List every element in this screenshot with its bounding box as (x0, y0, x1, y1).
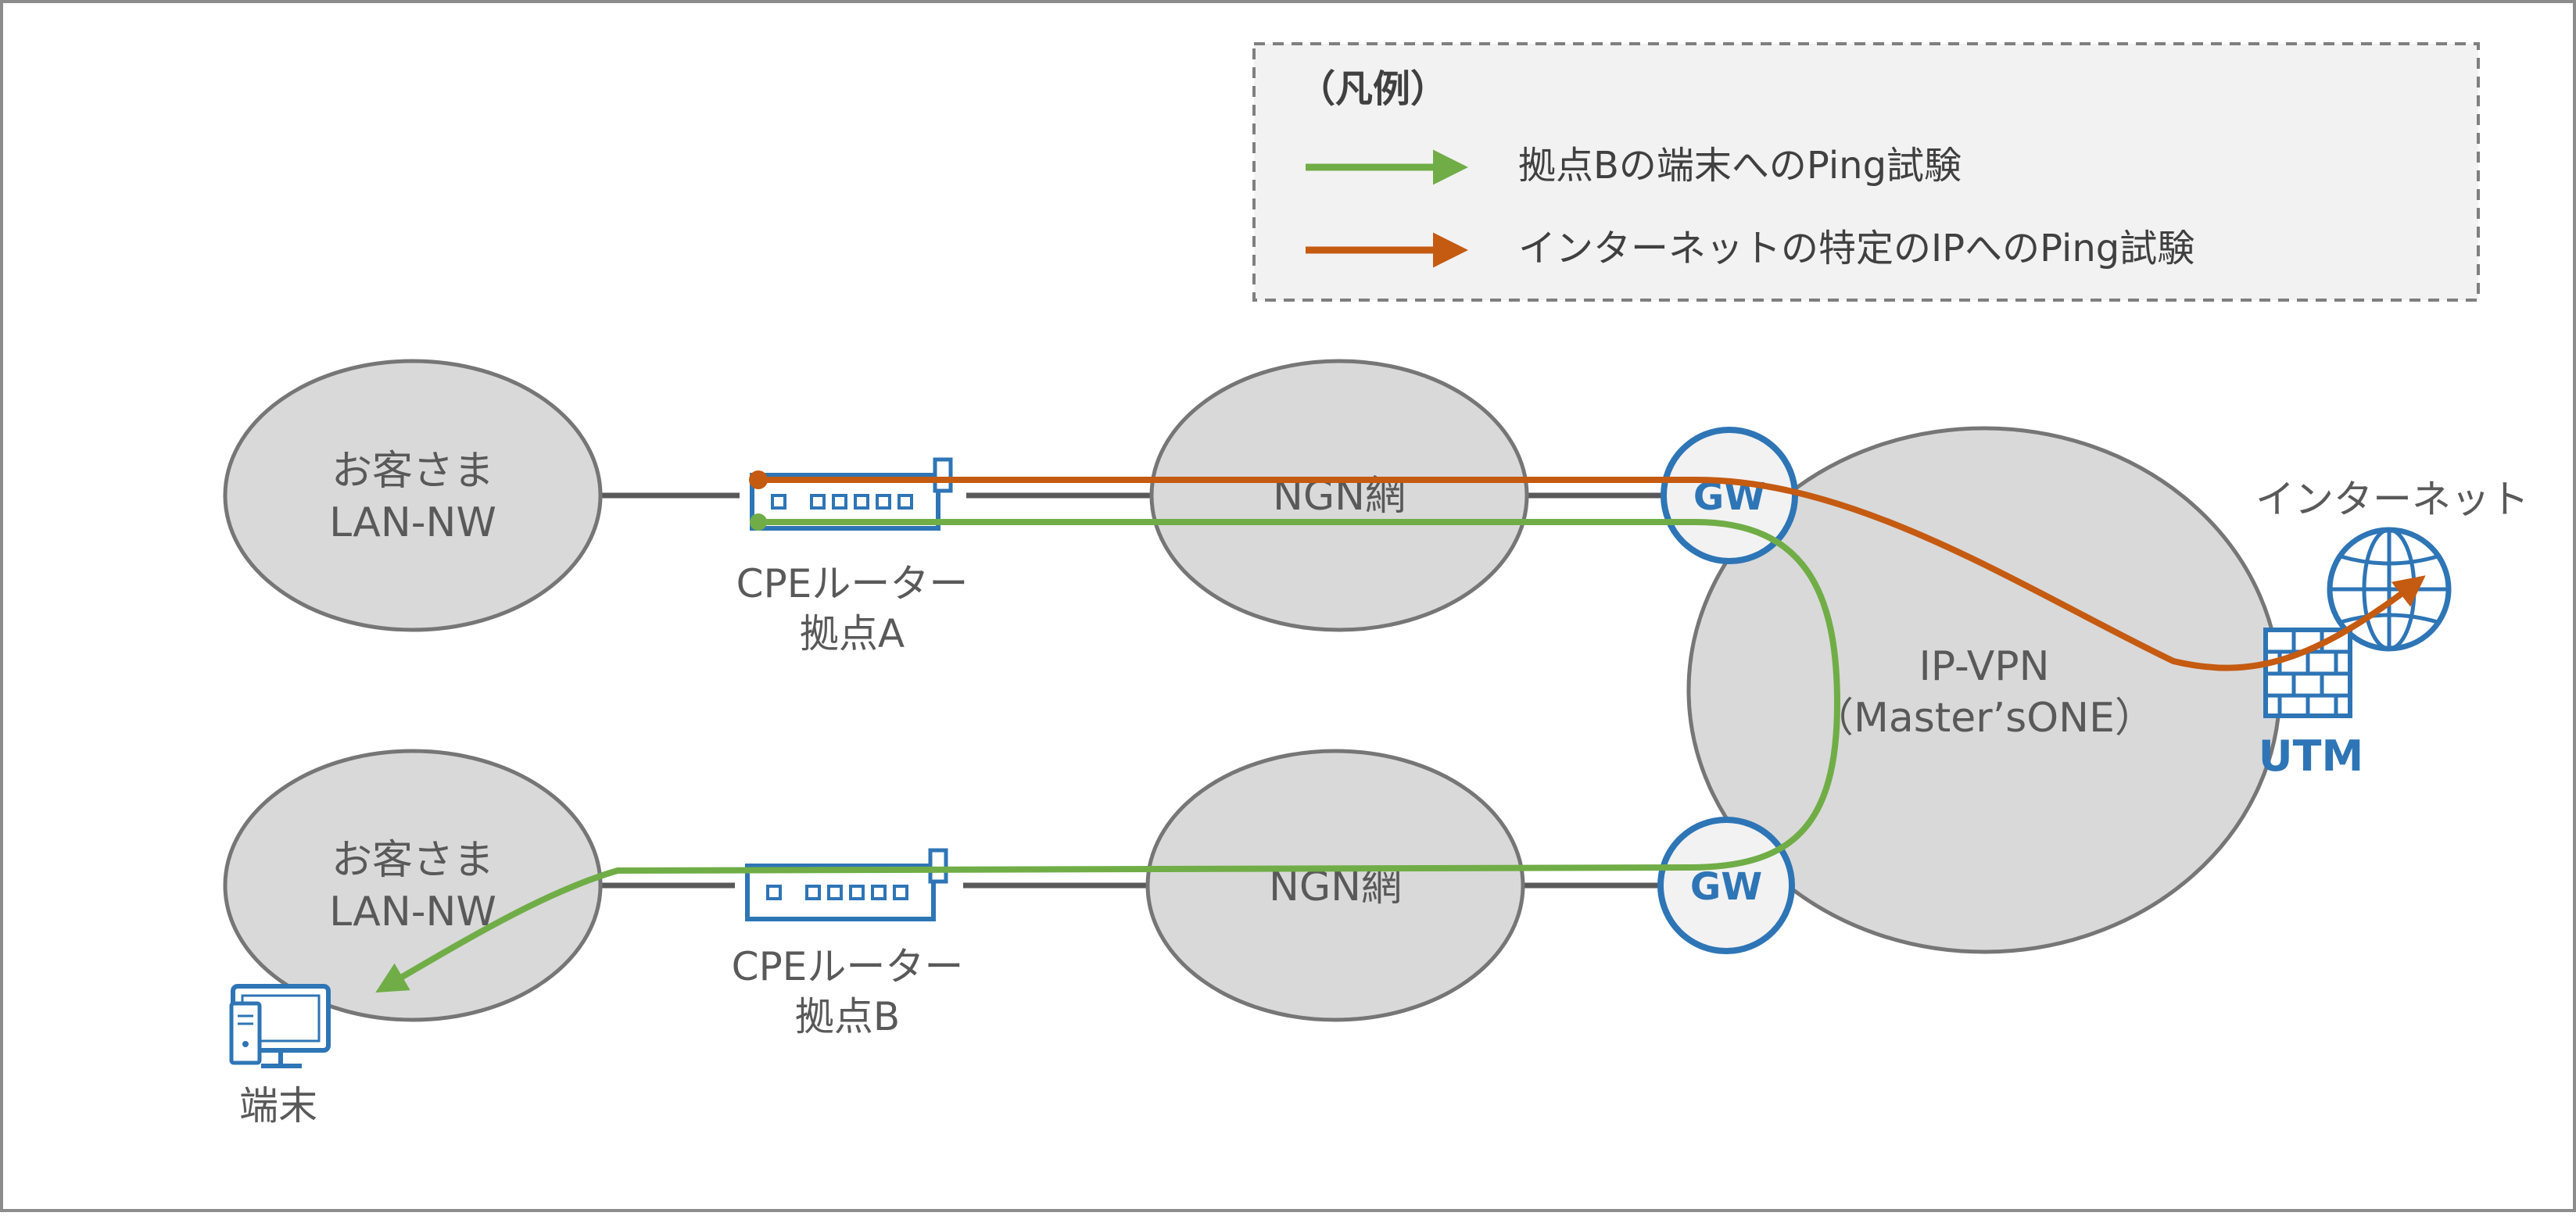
legend-item-orange: インターネットの特定のIPへのPing試験 (1518, 227, 2194, 270)
internet-label: インターネット (2255, 477, 2529, 522)
lan-a-label-1: お客さま (331, 448, 494, 495)
ipvpn-label-1: IP-VPN (1919, 643, 2049, 690)
firewall-icon (2263, 628, 2352, 718)
cpe-b-label-2: 拠点B (795, 994, 900, 1039)
terminal-label: 端末 (239, 1083, 317, 1128)
orange-ping-path (758, 477, 2426, 671)
legend-item-green: 拠点Bの端末へのPing試験 (1518, 144, 1962, 188)
utm-label: UTM (2259, 731, 2363, 781)
gw-b-node: GW (1657, 817, 1795, 954)
lan-b-cloud: お客さま LAN-NW (223, 749, 603, 1022)
ngn-b-cloud: NGN網 (1145, 749, 1525, 1022)
lan-a-cloud: お客さま LAN-NW (223, 359, 603, 632)
terminal-pc-icon (229, 984, 331, 1068)
gw-b-label: GW (1690, 865, 1762, 909)
ngn-a-cloud: NGN網 (1149, 359, 1529, 632)
legend-title: （凡例） (1298, 67, 1448, 111)
cpe-a-label-1: CPEルーター (736, 561, 969, 606)
cpe-b-label-1: CPEルーター (732, 944, 964, 989)
lan-a-label-2: LAN-NW (329, 499, 496, 546)
cpe-a-label-2: 拠点A (800, 611, 905, 656)
legend: （凡例） 拠点Bの端末へのPing試験 インターネットの特定のIPへのPing試… (1252, 42, 2480, 302)
ipvpn-label-2: （Master’sONE） (1813, 695, 2155, 742)
lan-b-label-2: LAN-NW (329, 889, 496, 935)
cpe-router-b-icon (745, 848, 948, 921)
green-ping-path (375, 519, 1841, 993)
lan-b-label-1: お客さま (331, 837, 494, 884)
link-lines (600, 492, 1664, 889)
